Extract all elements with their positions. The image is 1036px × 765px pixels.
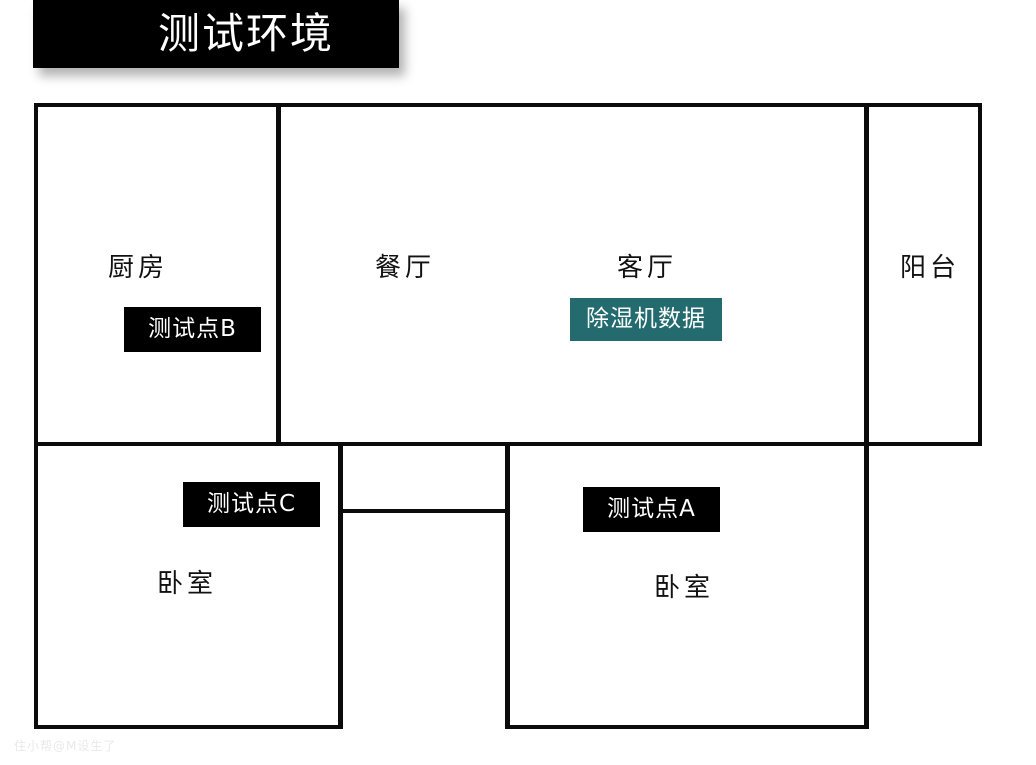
marker-dehumidifier-data[interactable]: 除湿机数据 (570, 298, 722, 341)
wall-bedroom-left-left (34, 442, 38, 729)
page-title: 测试环境 (157, 9, 334, 58)
marker-test-point-c[interactable]: 测试点C (183, 482, 320, 527)
wall-outer-left-upper (34, 103, 38, 446)
wall-living-balcony-divider (864, 103, 869, 446)
watermark: 住小帮@M设生了 (14, 739, 117, 753)
room-label-living: 客厅 (617, 253, 678, 283)
wall-bedroom-left-bottom (34, 725, 343, 729)
wall-corridor-divider (338, 509, 510, 513)
wall-balcony-bottom (864, 442, 982, 446)
wall-outer-top (34, 103, 982, 107)
wall-upper-block-bottom (34, 442, 868, 446)
wall-bedroom-right-right (864, 442, 869, 729)
wall-balcony-right (978, 103, 982, 446)
room-label-bedroom-right: 卧室 (654, 573, 715, 603)
marker-test-point-a[interactable]: 测试点A (583, 487, 720, 532)
wall-bedroom-left-right (338, 442, 343, 729)
room-label-balcony: 阳台 (900, 253, 961, 283)
room-label-dining: 餐厅 (375, 253, 436, 283)
room-label-bedroom-left: 卧室 (157, 569, 218, 599)
marker-test-point-b[interactable]: 测试点B (124, 307, 261, 352)
wall-bedroom-right-bottom (505, 725, 869, 729)
room-label-kitchen: 厨房 (108, 253, 169, 283)
wall-corridor-right (505, 442, 510, 729)
title-banner: 测试环境 (33, 0, 399, 68)
wall-kitchen-dining-divider (276, 103, 281, 446)
